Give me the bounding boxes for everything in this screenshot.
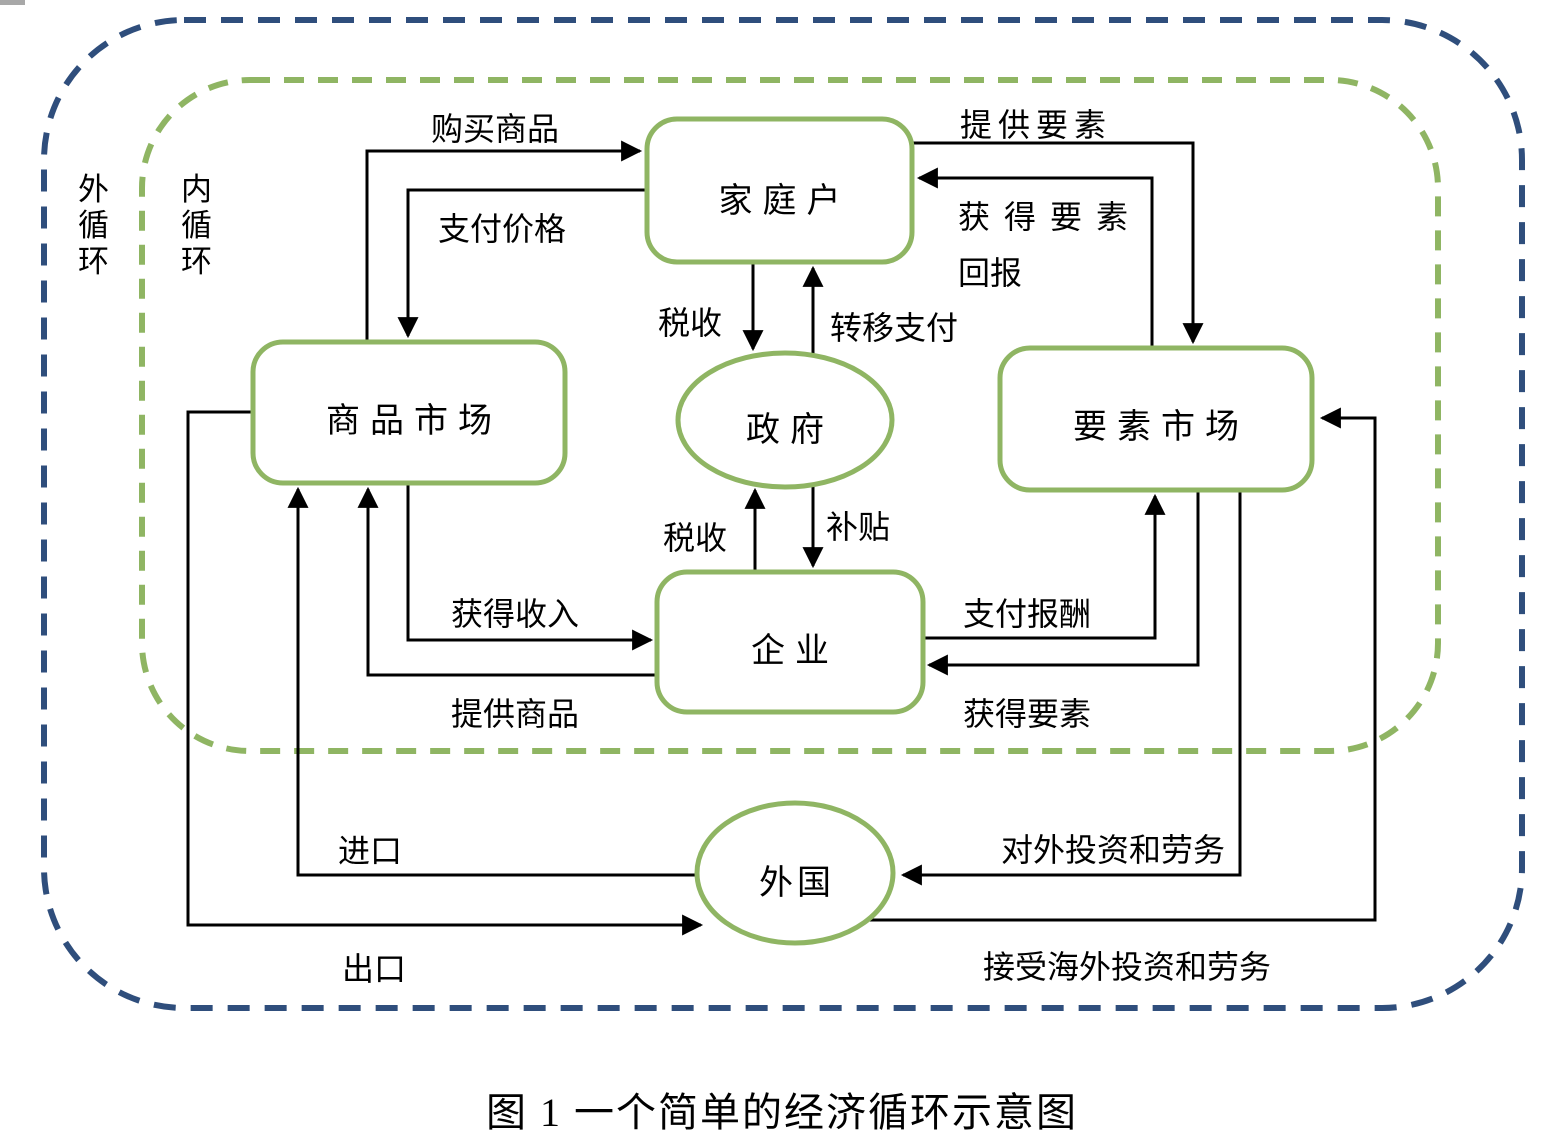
government-node-shape bbox=[675, 350, 895, 490]
flow-path-receive-income bbox=[406, 483, 654, 651]
government-node-label: 政府 bbox=[746, 412, 834, 449]
foreign-node-label: 外国 bbox=[759, 865, 835, 902]
flow-path-obtain-factors bbox=[926, 490, 1200, 676]
outward-investment-label: 对外投资和劳务 bbox=[1001, 832, 1226, 868]
obtain-factors-label: 获得要素 bbox=[963, 696, 1092, 732]
factor-returns-label-line1: 获得要素 bbox=[958, 199, 1143, 235]
flow-path-pay-price bbox=[397, 188, 647, 339]
flow-path-buy-goods bbox=[365, 140, 643, 342]
pay-price-label: 支付价格 bbox=[438, 211, 567, 247]
flow-path-provide-factors bbox=[912, 141, 1204, 345]
export-label: 出口 bbox=[342, 951, 407, 987]
receive-income-label: 获得收入 bbox=[451, 596, 580, 632]
outer-loop-border bbox=[41, 17, 1525, 1011]
inner-loop-border bbox=[139, 77, 1441, 754]
flow-path-import bbox=[287, 486, 698, 877]
outer-loop-label: 外循环 bbox=[78, 172, 109, 279]
flow-path-factor-returns bbox=[916, 167, 1154, 348]
flow-path-export bbox=[186, 410, 704, 936]
subsidy-label: 补贴 bbox=[826, 509, 891, 545]
flow-path-provide-goods bbox=[357, 486, 657, 677]
buy-goods-label: 购买商品 bbox=[431, 111, 560, 147]
factor-returns-label-line2: 回报 bbox=[958, 255, 1023, 291]
flow-path-receive-overseas-investment bbox=[866, 407, 1377, 922]
factor-market-node-label: 要素市场 bbox=[1073, 409, 1249, 446]
page-edge-mark bbox=[0, 0, 25, 5]
household-node-shape bbox=[644, 116, 915, 265]
transfer-payment-label: 转移支付 bbox=[830, 310, 959, 346]
provide-factors-label: 提供要素 bbox=[960, 107, 1113, 143]
household-node-label: 家庭户 bbox=[718, 183, 851, 220]
enterprise-node-shape bbox=[654, 569, 926, 715]
receive-overseas-investment-label: 接受海外投资和劳务 bbox=[983, 949, 1272, 985]
household-tax-label: 税收 bbox=[658, 305, 723, 341]
flow-path-outward-investment bbox=[900, 490, 1242, 886]
inner-loop-label: 内循环 bbox=[181, 172, 212, 279]
foreign-node-shape bbox=[694, 800, 896, 946]
figure-caption: 图 1 一个简单的经济循环示意图 bbox=[486, 1090, 1078, 1135]
factor-market-node-shape bbox=[997, 345, 1315, 493]
provide-goods-label: 提供商品 bbox=[451, 696, 580, 732]
enterprise-node-label: 企业 bbox=[751, 633, 839, 670]
goods-market-node-label: 商品市场 bbox=[326, 403, 502, 440]
goods-market-node-shape bbox=[250, 339, 568, 486]
enterprise-tax-label: 税收 bbox=[663, 520, 728, 556]
flow-path-pay-remuneration bbox=[923, 493, 1166, 640]
pay-remuneration-label: 支付报酬 bbox=[963, 596, 1092, 632]
import-label: 进口 bbox=[338, 833, 403, 869]
